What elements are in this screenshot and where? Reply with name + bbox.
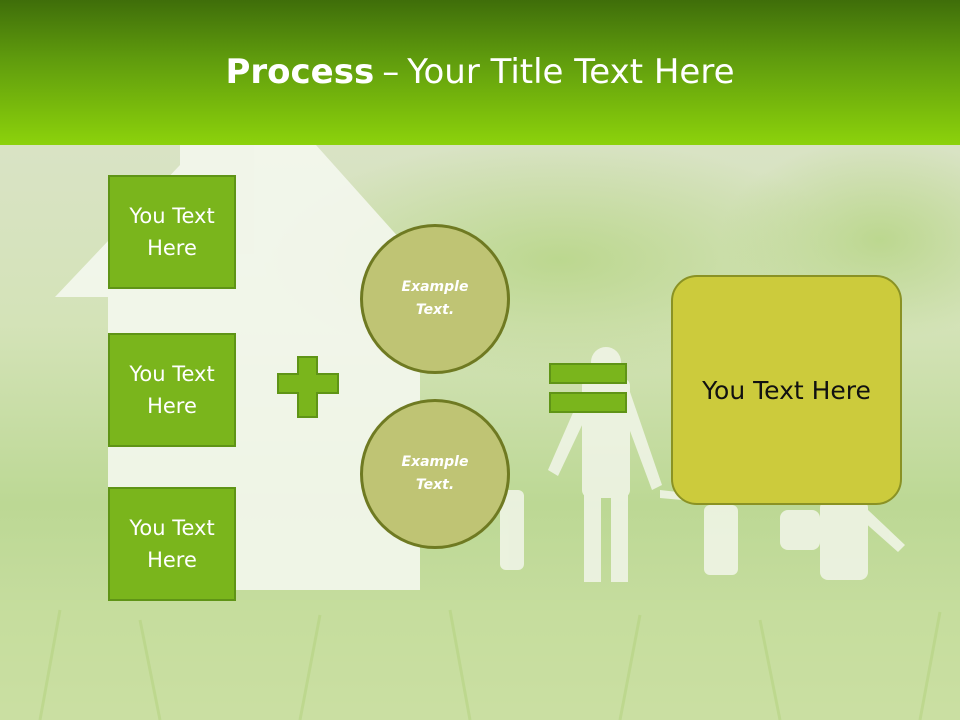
example-circle-1[interactable]: Example Text. [360,224,510,374]
title-banner: Process–Your Title Text Here [0,0,960,145]
result-box[interactable]: You Text Here [671,275,902,505]
text-box-3[interactable]: You Text Here [108,487,236,601]
title-dash: – [382,51,400,92]
example-circle-2[interactable]: Example Text. [360,399,510,549]
text-box-2[interactable]: You Text Here [108,333,236,447]
title-text: Your Title Text Here [407,51,735,92]
text-box-1[interactable]: You Text Here [108,175,236,289]
title-bold-word: Process [225,51,375,92]
slide-title: Process–Your Title Text Here [225,52,734,92]
